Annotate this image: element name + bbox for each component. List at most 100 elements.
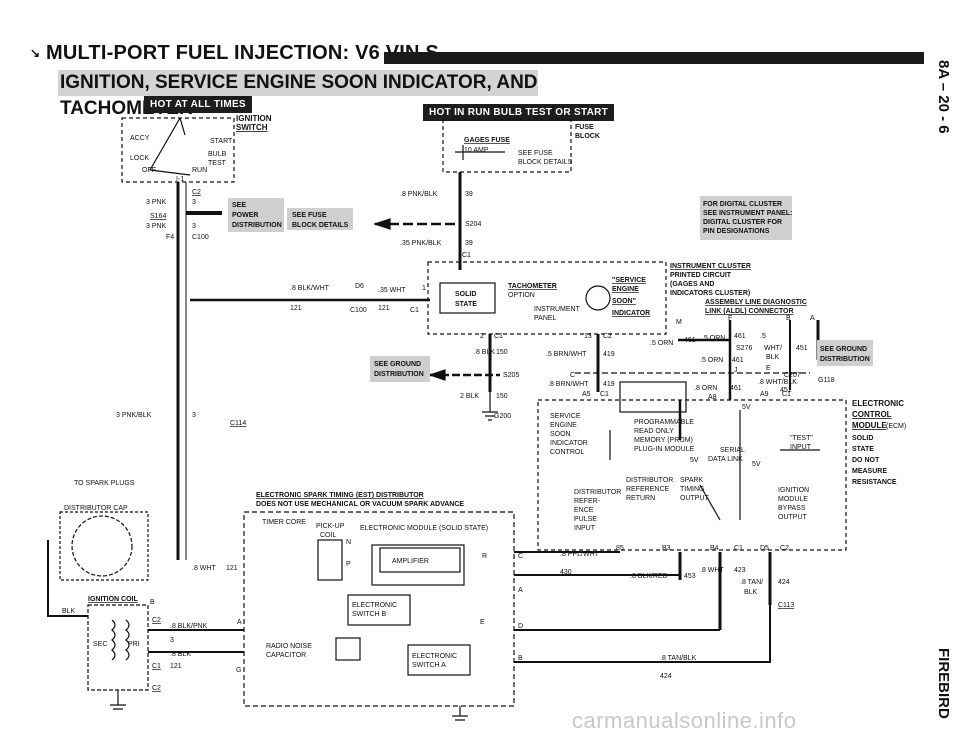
ecm-ses-3: SOON <box>550 431 571 438</box>
ground-dist-box-2 <box>817 340 873 366</box>
lbl-blk: BLK <box>766 354 780 361</box>
lbl-121a: 121 <box>290 305 302 312</box>
lbl-a: A <box>237 619 242 626</box>
ses-label-4: INDICATOR <box>612 310 650 317</box>
arrow-s205 <box>428 369 446 381</box>
pin-c: C <box>518 553 523 560</box>
arrow-s204 <box>373 218 391 230</box>
lbl-see-ground2: SEE GROUND <box>820 346 867 353</box>
lbl-pnk-blk-3: 3 PNK/BLK <box>116 412 152 419</box>
badge-hot-at-all-times: HOT AT ALL TIMES <box>144 96 252 113</box>
lbl-c1d: C1 <box>600 391 609 398</box>
pin-n: N <box>346 539 351 546</box>
lbl-c1e: C1 <box>782 391 791 398</box>
ecm-title-3: MODULE <box>852 421 887 430</box>
coil-pri: PRI <box>128 641 140 648</box>
lbl-b4: B4 <box>710 545 719 552</box>
lbl-453: 453 <box>684 573 696 580</box>
vehicle-name: FIREBIRD <box>935 648 952 719</box>
lbl-pnk3b: 3 PNK <box>146 223 167 230</box>
digital-note-2: SEE INSTRUMENT PANEL: <box>703 210 792 217</box>
coil-label: IGNITION COIL <box>88 596 139 603</box>
switch-b-2: SWITCH B <box>352 611 387 618</box>
lbl-e: E <box>766 365 771 372</box>
ecm-ses-2: ENGINE <box>550 422 577 429</box>
pd-see-fuse: SEE FUSE <box>292 212 327 219</box>
pos-start: START <box>210 138 233 145</box>
ecm-prom-2: READ ONLY <box>634 428 674 435</box>
page-title: MULTI-PORT FUEL INJECTION: V6 VIN S <box>46 42 439 64</box>
pin-d: D <box>518 623 523 630</box>
ic-line-6: LINK (ALDL) CONNECTOR <box>705 308 794 315</box>
pos-lock: LOCK <box>130 155 149 162</box>
lbl-orn-5b: .5 ORN <box>702 335 725 342</box>
lbl-blk-2: 2 BLK <box>460 393 479 400</box>
lbl-121c: 121 <box>226 565 238 572</box>
pickup-label: PICK-UP <box>316 523 345 530</box>
ecm-internal-lines <box>609 410 820 521</box>
lbl-c113: C113 <box>778 602 794 609</box>
distributor-box <box>243 511 515 707</box>
ses-label-3: SOON" <box>612 298 636 305</box>
lbl-brn-wht-5: .5 BRN/WHT <box>546 351 587 358</box>
pd-dist: DISTRIBUTION <box>232 222 282 229</box>
lbl-424b: 424 <box>660 673 672 680</box>
ecm-desc-5: RESISTANCE <box>852 479 897 486</box>
lbl-150a: 150 <box>496 349 508 356</box>
coil-windings <box>111 619 130 661</box>
ecm-prom-4: PLUG-IN MODULE <box>634 446 695 453</box>
ic-instrument: INSTRUMENT <box>534 306 581 313</box>
est-line-1: ELECTRONIC SPARK TIMING (EST) DISTRIBUTO… <box>256 492 424 499</box>
lbl-c2-top: C2 <box>192 189 201 196</box>
page-subtitle: IGNITION, SERVICE ENGINE SOON INDICATOR,… <box>58 70 538 119</box>
lbl-461b: 461 <box>734 333 746 340</box>
lbl-wht-slash: WHT/ <box>764 345 782 352</box>
lbl-3a: 3 <box>192 199 196 206</box>
ic-panel: PANEL <box>534 315 557 322</box>
switch-b-1: ELECTRONIC <box>352 602 397 609</box>
ecm-data-link: DATA LINK <box>708 456 743 463</box>
pos-test: TEST <box>208 160 227 167</box>
ecm-desc-2: STATE <box>852 446 874 453</box>
radio-capacitor <box>335 637 361 661</box>
coil-blk: BLK <box>62 608 76 615</box>
ground-g200 <box>482 392 498 421</box>
lbl-424a: 424 <box>778 579 790 586</box>
fuse-details-box <box>287 208 353 230</box>
badge-hot-in-run: HOT IN RUN BULB TEST OR START <box>423 104 615 121</box>
ecm-title-2: CONTROL <box>852 410 892 419</box>
lbl-wht-blk-8: .8 WHT/BLK <box>758 379 797 386</box>
tach-solid: SOLID <box>455 291 476 298</box>
lbl-blk-8b: .8 BLK <box>170 651 191 658</box>
lbl-c100b: C100 <box>350 307 367 314</box>
pin-g: G <box>236 667 241 674</box>
lbl-3b: 3 <box>192 223 196 230</box>
aldl-pin-b: B <box>786 315 791 322</box>
lbl-5: .5 <box>760 333 766 340</box>
lbl-c1b: C1 <box>410 307 419 314</box>
ecm-dref-4: PULSE <box>574 516 597 523</box>
pin-b: B <box>518 655 523 662</box>
lbl-orn-5a: .5 ORN <box>650 340 673 347</box>
power-dist-box <box>228 198 284 232</box>
lbl-2: 2 <box>480 333 484 340</box>
lbl-distribution: DISTRIBUTION <box>374 371 424 378</box>
pd-block-details: BLOCK DETAILS <box>292 222 349 229</box>
pd-power: POWER <box>232 212 258 219</box>
lbl-451b: 451 <box>780 387 792 394</box>
lbl-c207: C207 <box>784 372 801 379</box>
lbl-461a: 461 <box>684 337 696 344</box>
instrument-cluster-box <box>427 261 667 335</box>
lbl-d6: D6 <box>355 283 364 290</box>
ecm-test-2: INPUT <box>790 444 812 451</box>
est-line-2: DOES NOT USE MECHANICAL OR VACUUM SPARK … <box>256 501 464 508</box>
dist-cap-label: DISTRIBUTOR CAP <box>64 505 128 512</box>
ecm-spark-3: OUTPUT <box>680 495 710 502</box>
ecm-5v-a: 5V <box>742 404 751 411</box>
switch-b-box <box>347 594 411 626</box>
ground-dist <box>452 706 468 721</box>
distributor-cap-box <box>59 511 149 581</box>
lbl-g118: G118 <box>818 377 835 384</box>
lbl-ppl-wht: .8 PPL/WHT <box>560 551 600 558</box>
ignition-title: IGNITION <box>236 114 272 123</box>
